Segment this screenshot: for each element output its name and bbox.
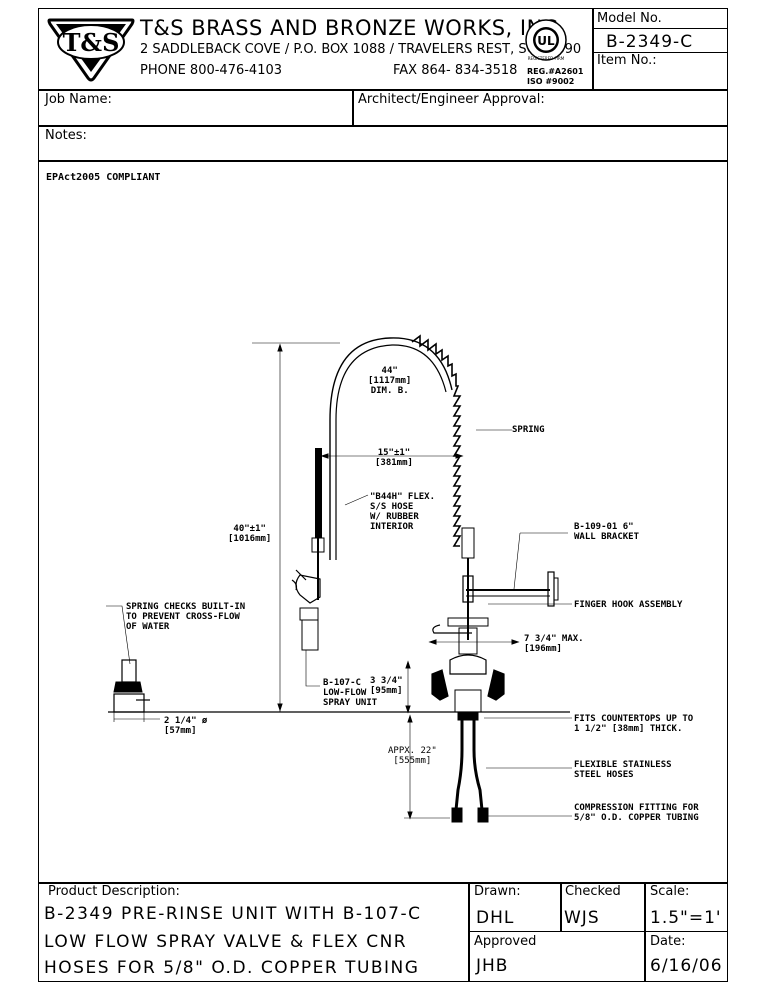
ul-ring-text: REGISTERED FIRM <box>528 56 565 61</box>
callout-countertop: FITS COUNTERTOPS UP TO 1 1/2" [38mm] THI… <box>574 714 694 734</box>
callout-appx-22: APPX. 22" [555mm] <box>388 746 437 766</box>
callout-height-3-34: 3 3/4" [95mm] <box>370 676 403 696</box>
callout-hose: "B44H" FLEX. S/S HOSE W/ RUBBER INTERIOR <box>370 492 436 532</box>
callout-dia-2-14: 2 1/4" ø [57mm] <box>164 716 208 736</box>
company-address: 2 SADDLEBACK COVE / P.O. BOX 1088 / TRAV… <box>140 42 582 57</box>
callout-spray-unit: B-107-C LOW-FLOW SPRAY UNIT <box>323 678 378 708</box>
product-description-line-1: B-2349 PRE-RINSE UNIT WITH B-107-C <box>44 904 422 924</box>
date-label: Date: <box>650 934 686 949</box>
architect-approval-label: Architect/Engineer Approval: <box>358 92 545 107</box>
product-description-line-3: HOSES FOR 5/8" O.D. COPPER TUBING <box>44 958 420 978</box>
model-divider <box>592 8 594 90</box>
iso-number: ISO #9002 <box>527 77 575 86</box>
callout-finger-hook: FINGER HOOK ASSEMBLY <box>574 600 683 610</box>
callout-spring: SPRING <box>512 425 545 435</box>
callout-wall-bracket: B-109-01 6" WALL BRACKET <box>574 522 640 542</box>
callout-spring-checks: SPRING CHECKS BUILT-IN TO PREVENT CROSS-… <box>126 602 246 632</box>
scale-value: 1.5"=1' <box>650 908 722 928</box>
job-bottom-rule <box>38 125 728 127</box>
job-divider <box>352 89 354 126</box>
ul-registered-mark: UL REGISTERED FIRM <box>525 19 567 61</box>
ts-logo: T&S <box>47 18 135 82</box>
checked-label: Checked <box>565 884 621 899</box>
epact-compliance: EPAct2005 COMPLIANT <box>46 172 161 183</box>
footer-divider-1 <box>468 882 470 982</box>
callout-max-7: 7 3/4" MAX. [196mm] <box>524 634 584 654</box>
company-name: T&S BRASS AND BRONZE WORKS, INC. <box>140 16 566 40</box>
company-fax: FAX 864- 834-3518 <box>393 63 518 78</box>
company-phone: PHONE 800-476-4103 <box>140 63 283 78</box>
approved-value: JHB <box>476 956 509 976</box>
callout-dim-b: 44" [1117mm] DIM. B. <box>368 366 412 396</box>
footer-top-rule <box>38 882 728 884</box>
model-number: B-2349-C <box>606 32 694 52</box>
model-value-rule <box>592 52 728 53</box>
notes-bottom-rule <box>38 160 728 162</box>
drawing-sheet <box>38 8 728 982</box>
technical-drawing <box>106 334 572 823</box>
footer-mid-rule <box>468 931 728 932</box>
callout-compression: COMPRESSION FITTING FOR 5/8" O.D. COPPER… <box>574 803 699 823</box>
ul-text: UL <box>537 34 555 48</box>
callout-height-40: 40"±1" [1016mm] <box>228 524 272 544</box>
product-description-label: Product Description: <box>48 884 180 899</box>
checked-value: WJS <box>564 908 600 928</box>
item-label: Item No.: <box>597 53 657 68</box>
reg-number: REG.#A2601 <box>527 67 584 76</box>
approved-label: Approved <box>474 934 537 949</box>
callout-width-15: 15"±1" [381mm] <box>375 448 413 468</box>
drawn-value: DHL <box>476 908 515 928</box>
drawn-label: Drawn: <box>474 884 521 899</box>
footer-divider-2 <box>560 882 562 932</box>
logo-text: T&S <box>63 28 120 57</box>
footer-divider-3 <box>644 882 646 982</box>
callout-flex-hoses: FLEXIBLE STAINLESS STEEL HOSES <box>574 760 672 780</box>
notes-label: Notes: <box>45 128 87 143</box>
model-label: Model No. <box>597 11 662 26</box>
product-description-line-2: LOW FLOW SPRAY VALVE & FLEX CNR <box>44 932 408 952</box>
scale-label: Scale: <box>650 884 690 899</box>
model-label-rule <box>592 28 728 29</box>
job-name-label: Job Name: <box>45 92 112 107</box>
header-bottom-rule <box>38 89 728 91</box>
date-value: 6/16/06 <box>650 956 723 976</box>
